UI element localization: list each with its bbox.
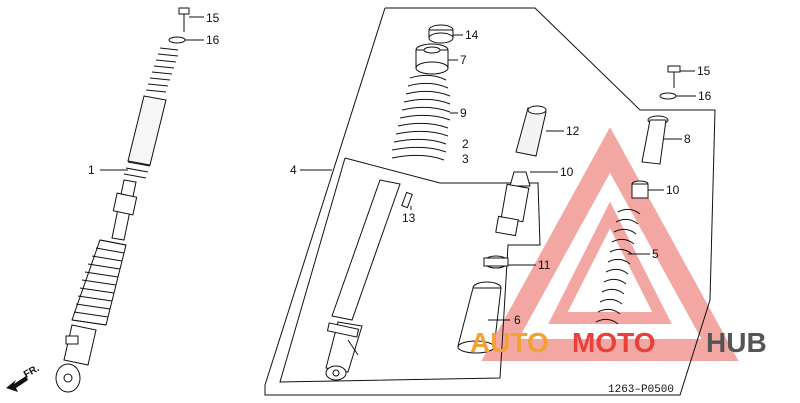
boot-9 <box>391 74 451 161</box>
shock-absorber-assembly <box>55 7 190 393</box>
callout-3: 3 <box>462 152 469 166</box>
callout-15-right: 15 <box>697 64 711 78</box>
callout-16-right: 16 <box>698 89 712 103</box>
callout-16-left: 16 <box>206 33 220 47</box>
watermark-moto: MOTO <box>572 327 655 358</box>
callout-5: 5 <box>652 247 659 261</box>
drawing-code: 1263–P0500 <box>608 384 674 396</box>
upper-spring <box>145 47 179 93</box>
seat-6 <box>457 281 502 354</box>
watermark-logo: AUTO MOTO HUB <box>470 327 767 358</box>
callout-9: 9 <box>460 106 467 120</box>
callout-1: 1 <box>88 163 95 177</box>
bushing-7 <box>415 43 449 75</box>
front-indicator-label: FR. <box>22 363 42 381</box>
leader-lines <box>100 16 696 321</box>
stopper-10-right <box>631 180 649 199</box>
assembly-frame-outer <box>264 7 716 396</box>
callout-15-left: 15 <box>206 11 220 25</box>
callout-2: 2 <box>462 137 469 151</box>
watermark-triangle <box>481 127 739 361</box>
callout-14: 14 <box>465 28 479 42</box>
coil-spring-5 <box>595 208 641 325</box>
bushing-8 <box>641 115 669 165</box>
pin-13 <box>401 191 413 209</box>
callout-11: 11 <box>538 258 551 272</box>
callout-10-right: 10 <box>666 183 680 197</box>
callout-10-center: 10 <box>560 165 574 179</box>
callout-8: 8 <box>684 132 691 146</box>
front-direction-arrow: FR. <box>6 363 42 392</box>
damper-tube <box>325 179 401 381</box>
callout-6: 6 <box>514 313 521 327</box>
watermark-auto: AUTO <box>470 327 549 358</box>
cap-14 <box>428 24 454 44</box>
callout-13: 13 <box>402 211 416 225</box>
rod-body <box>495 183 530 237</box>
sleeve-12 <box>515 105 547 157</box>
callout-7: 7 <box>460 53 467 67</box>
callout-4: 4 <box>290 163 297 177</box>
stopper-10-center <box>509 171 531 187</box>
right-bolt <box>659 65 681 100</box>
watermark-hub: HUB <box>706 327 767 358</box>
assembly-frame-inner <box>279 157 541 383</box>
nut-11 <box>483 255 509 269</box>
callout-12: 12 <box>566 124 580 138</box>
lower-boot <box>71 239 127 326</box>
